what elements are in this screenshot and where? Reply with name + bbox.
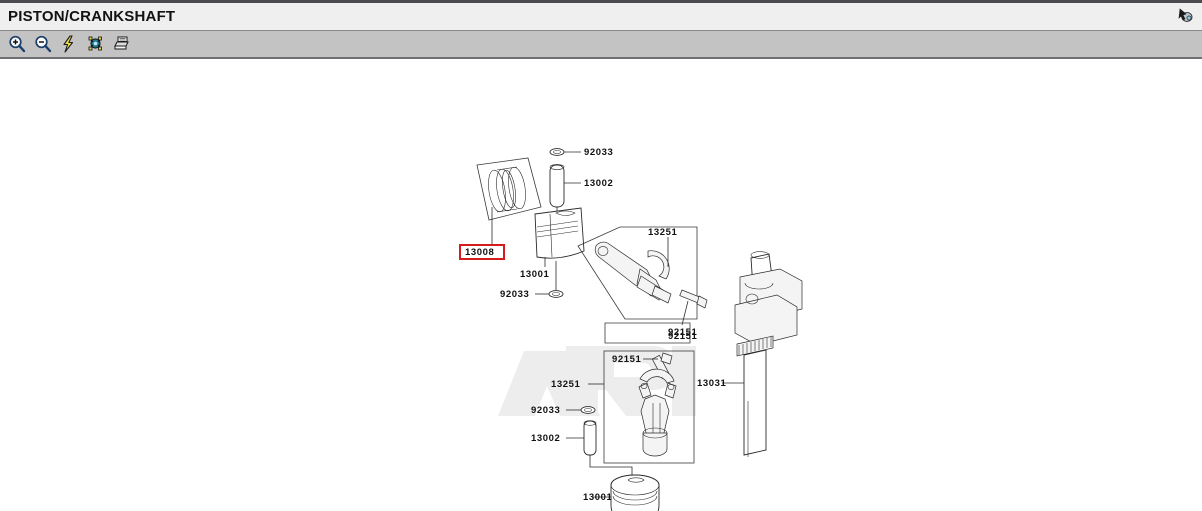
part-connecting-rod-upper[interactable]: 13251 92151 — [577, 226, 708, 338]
callout-ref-13001-1: 13001 — [520, 269, 550, 280]
zoom-out-icon[interactable] — [31, 32, 55, 56]
print-icon[interactable] — [109, 32, 133, 56]
page-title: PISTON/CRANKSHAFT — [8, 8, 176, 25]
part-piston-pin-lower[interactable]: 13002 — [531, 420, 633, 479]
part-piston-top[interactable]: 13001 — [520, 207, 585, 280]
callout-ref-13251-2: 13251 — [551, 379, 581, 390]
part-piston-pin-top[interactable]: 13002 — [549, 164, 613, 221]
callout-ref-13001-2: 13001 — [583, 492, 613, 503]
callout-92151-lower-top[interactable]: 92151 — [604, 322, 698, 344]
callout-ref-92151-3: 92151 — [612, 354, 642, 365]
callout-ref-13008: 13008 — [465, 247, 494, 258]
callout-ref-92033-1: 92033 — [584, 147, 613, 158]
part-rod-bolt-upper — [679, 289, 708, 326]
callout-ref-13031: 13031 — [697, 378, 727, 389]
hotspot-icon[interactable] — [83, 32, 107, 56]
callout-ref-13002-2: 13002 — [531, 433, 560, 444]
callout-ref-13002-1: 13002 — [584, 178, 613, 189]
callout-13008-highlighted[interactable]: 13008 — [459, 244, 505, 260]
zoom-in-icon[interactable] — [5, 32, 29, 56]
callout-ref-13251-1: 13251 — [648, 227, 678, 238]
callout-ref-92151-2: 92151 — [668, 331, 698, 342]
diagram-canvas[interactable]: ZG120 KZ11A ZG120 KZ11A — [0, 61, 1202, 511]
toolbar — [0, 31, 1202, 59]
part-connecting-rod-lower[interactable]: 92151 13251 — [551, 350, 695, 464]
part-snap-ring-mid[interactable]: 92033 — [500, 261, 564, 300]
callout-ref-92033-3: 92033 — [531, 405, 560, 416]
window-title-bar: PISTON/CRANKSHAFT — [0, 0, 1202, 31]
part-piston-lower[interactable]: 13001 — [583, 474, 660, 511]
part-snap-ring-top[interactable]: 92033 — [549, 147, 613, 158]
part-piston-ring-set[interactable] — [476, 157, 542, 245]
watermark — [498, 346, 696, 416]
callout-ref-92151-1: 92151 — [668, 327, 698, 338]
part-snap-ring-lower-1[interactable]: 92033 — [531, 405, 596, 416]
part-crankshaft[interactable]: 13031 — [697, 251, 803, 457]
mouse-pointer-icon[interactable] — [1174, 5, 1196, 27]
lightning-icon[interactable] — [57, 32, 81, 56]
callout-ref-92033-2: 92033 — [500, 289, 529, 300]
